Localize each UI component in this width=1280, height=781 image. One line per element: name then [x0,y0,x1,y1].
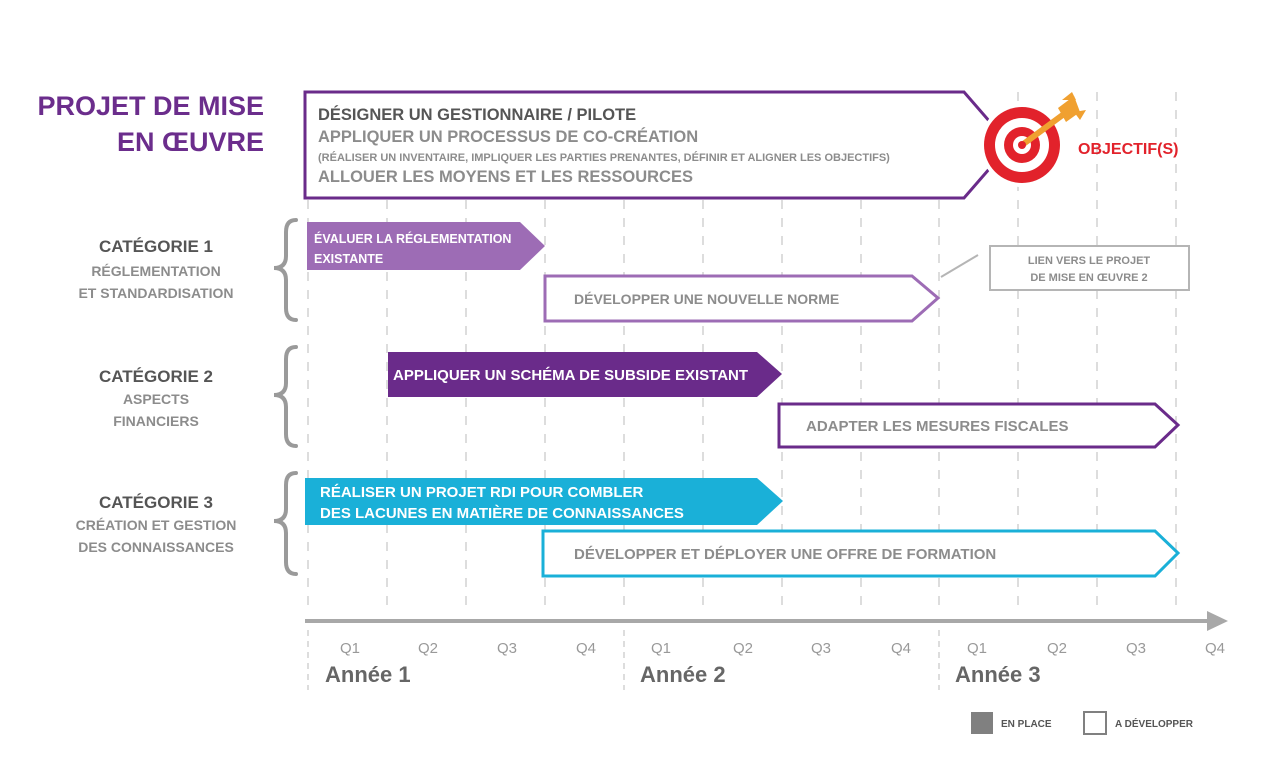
link-box-line2: DE MISE EN ŒUVRE 2 [1030,272,1147,284]
project-title-line2: EN ŒUVRE [117,127,264,157]
brace-cat2 [273,345,298,448]
quarter-label: Q3 [1126,640,1146,657]
quarter-label: Q1 [967,640,987,657]
brace-cat3 [273,471,298,576]
bar-cat3-rdi-label-2: DES LACUNES EN MATIÈRE DE CONNAISSANCES [320,505,684,522]
bar-cat2-subsidy-label: APPLIQUER UN SCHÉMA DE SUBSIDE EXISTANT [393,367,748,384]
category-3-sub2: DES CONNAISSANCES [78,539,234,555]
quarter-label: Q1 [340,640,360,657]
category-3-title: CATÉGORIE 3 [99,493,213,512]
category-1-sub2: ET STANDARDISATION [78,285,233,301]
bar-cat1-evaluate-label-2: EXISTANTE [314,252,383,266]
bar-cat1-new-norm [543,274,941,323]
bar-cat3-training [541,529,1181,578]
project-title-line1: PROJET DE MISE [37,91,264,121]
bar-cat3-rdi [305,478,783,525]
category-1-title: CATÉGORIE 1 [99,237,213,256]
quarter-label: Q4 [891,640,911,657]
quarter-labels: Q1 Q2 Q3 Q4 Q1 Q2 Q3 Q4 Q1 Q2 Q3 Q4 [340,640,1225,657]
brace-cat1 [273,218,298,322]
category-2-title: CATÉGORIE 2 [99,367,213,386]
quarter-label: Q3 [811,640,831,657]
category-braces [273,218,298,576]
bar-cat1-evaluate-label-1: ÉVALUER LA RÉGLEMENTATION [314,231,511,246]
category-1-sub1: RÉGLEMENTATION [91,263,220,279]
quarter-label: Q2 [418,640,438,657]
bar-cat1-new-norm-label: DÉVELOPPER UNE NOUVELLE NORME [574,291,839,307]
target-icon [980,92,1086,187]
year-label-3: Année 3 [955,662,1041,687]
category-3-sub1: CRÉATION ET GESTION [76,517,237,533]
project-item-cocreation: APPLIQUER UN PROCESSUS DE CO-CRÉATION [318,127,698,146]
quarter-label: Q4 [1205,640,1225,657]
bar-cat2-fiscal [777,402,1181,449]
bar-cat3-training-label: DÉVELOPPER ET DÉPLOYER UNE OFFRE DE FORM… [574,546,996,563]
year-label-2: Année 2 [640,662,726,687]
project-arrow [303,90,1012,200]
link-box [989,245,1190,291]
link-connector [940,254,979,278]
category-2-sub1: ASPECTS [123,391,189,407]
quarter-label: Q2 [1047,640,1067,657]
year-separators [307,630,940,690]
timeline-arrowhead [1207,611,1228,631]
legend-label-to-develop: A DÉVELOPPER [1115,717,1194,730]
legend-swatch-to-develop [1083,711,1107,735]
quarter-label: Q2 [733,640,753,657]
objectif-label: OBJECTIF(S) [1078,141,1178,158]
project-item-designate: DÉSIGNER UN GESTIONNAIRE / PILOTE [318,105,636,124]
quarter-label: Q1 [651,640,671,657]
bar-cat2-fiscal-label: ADAPTER LES MESURES FISCALES [806,418,1069,435]
project-item-resources: ALLOUER LES MOYENS ET LES RESSOURCES [318,168,693,186]
quarter-label: Q4 [576,640,596,657]
quarter-gridlines [307,92,1177,610]
legend-label-in-place: EN PLACE [1001,719,1052,730]
bar-cat3-rdi-label-1: RÉALISER UN PROJET RDI POUR COMBLER [320,484,644,501]
legend-swatch-in-place [971,712,993,734]
quarter-label: Q3 [497,640,517,657]
link-box-line1: LIEN VERS LE PROJET [1028,255,1151,267]
bar-cat1-evaluate [307,222,545,270]
bar-cat2-subsidy [388,352,782,397]
project-item-cocreation-detail: (RÉALISER UN INVENTAIRE, IMPLIQUER LES P… [318,151,890,164]
year-label-1: Année 1 [325,662,411,687]
category-2-sub2: FINANCIERS [113,413,199,429]
